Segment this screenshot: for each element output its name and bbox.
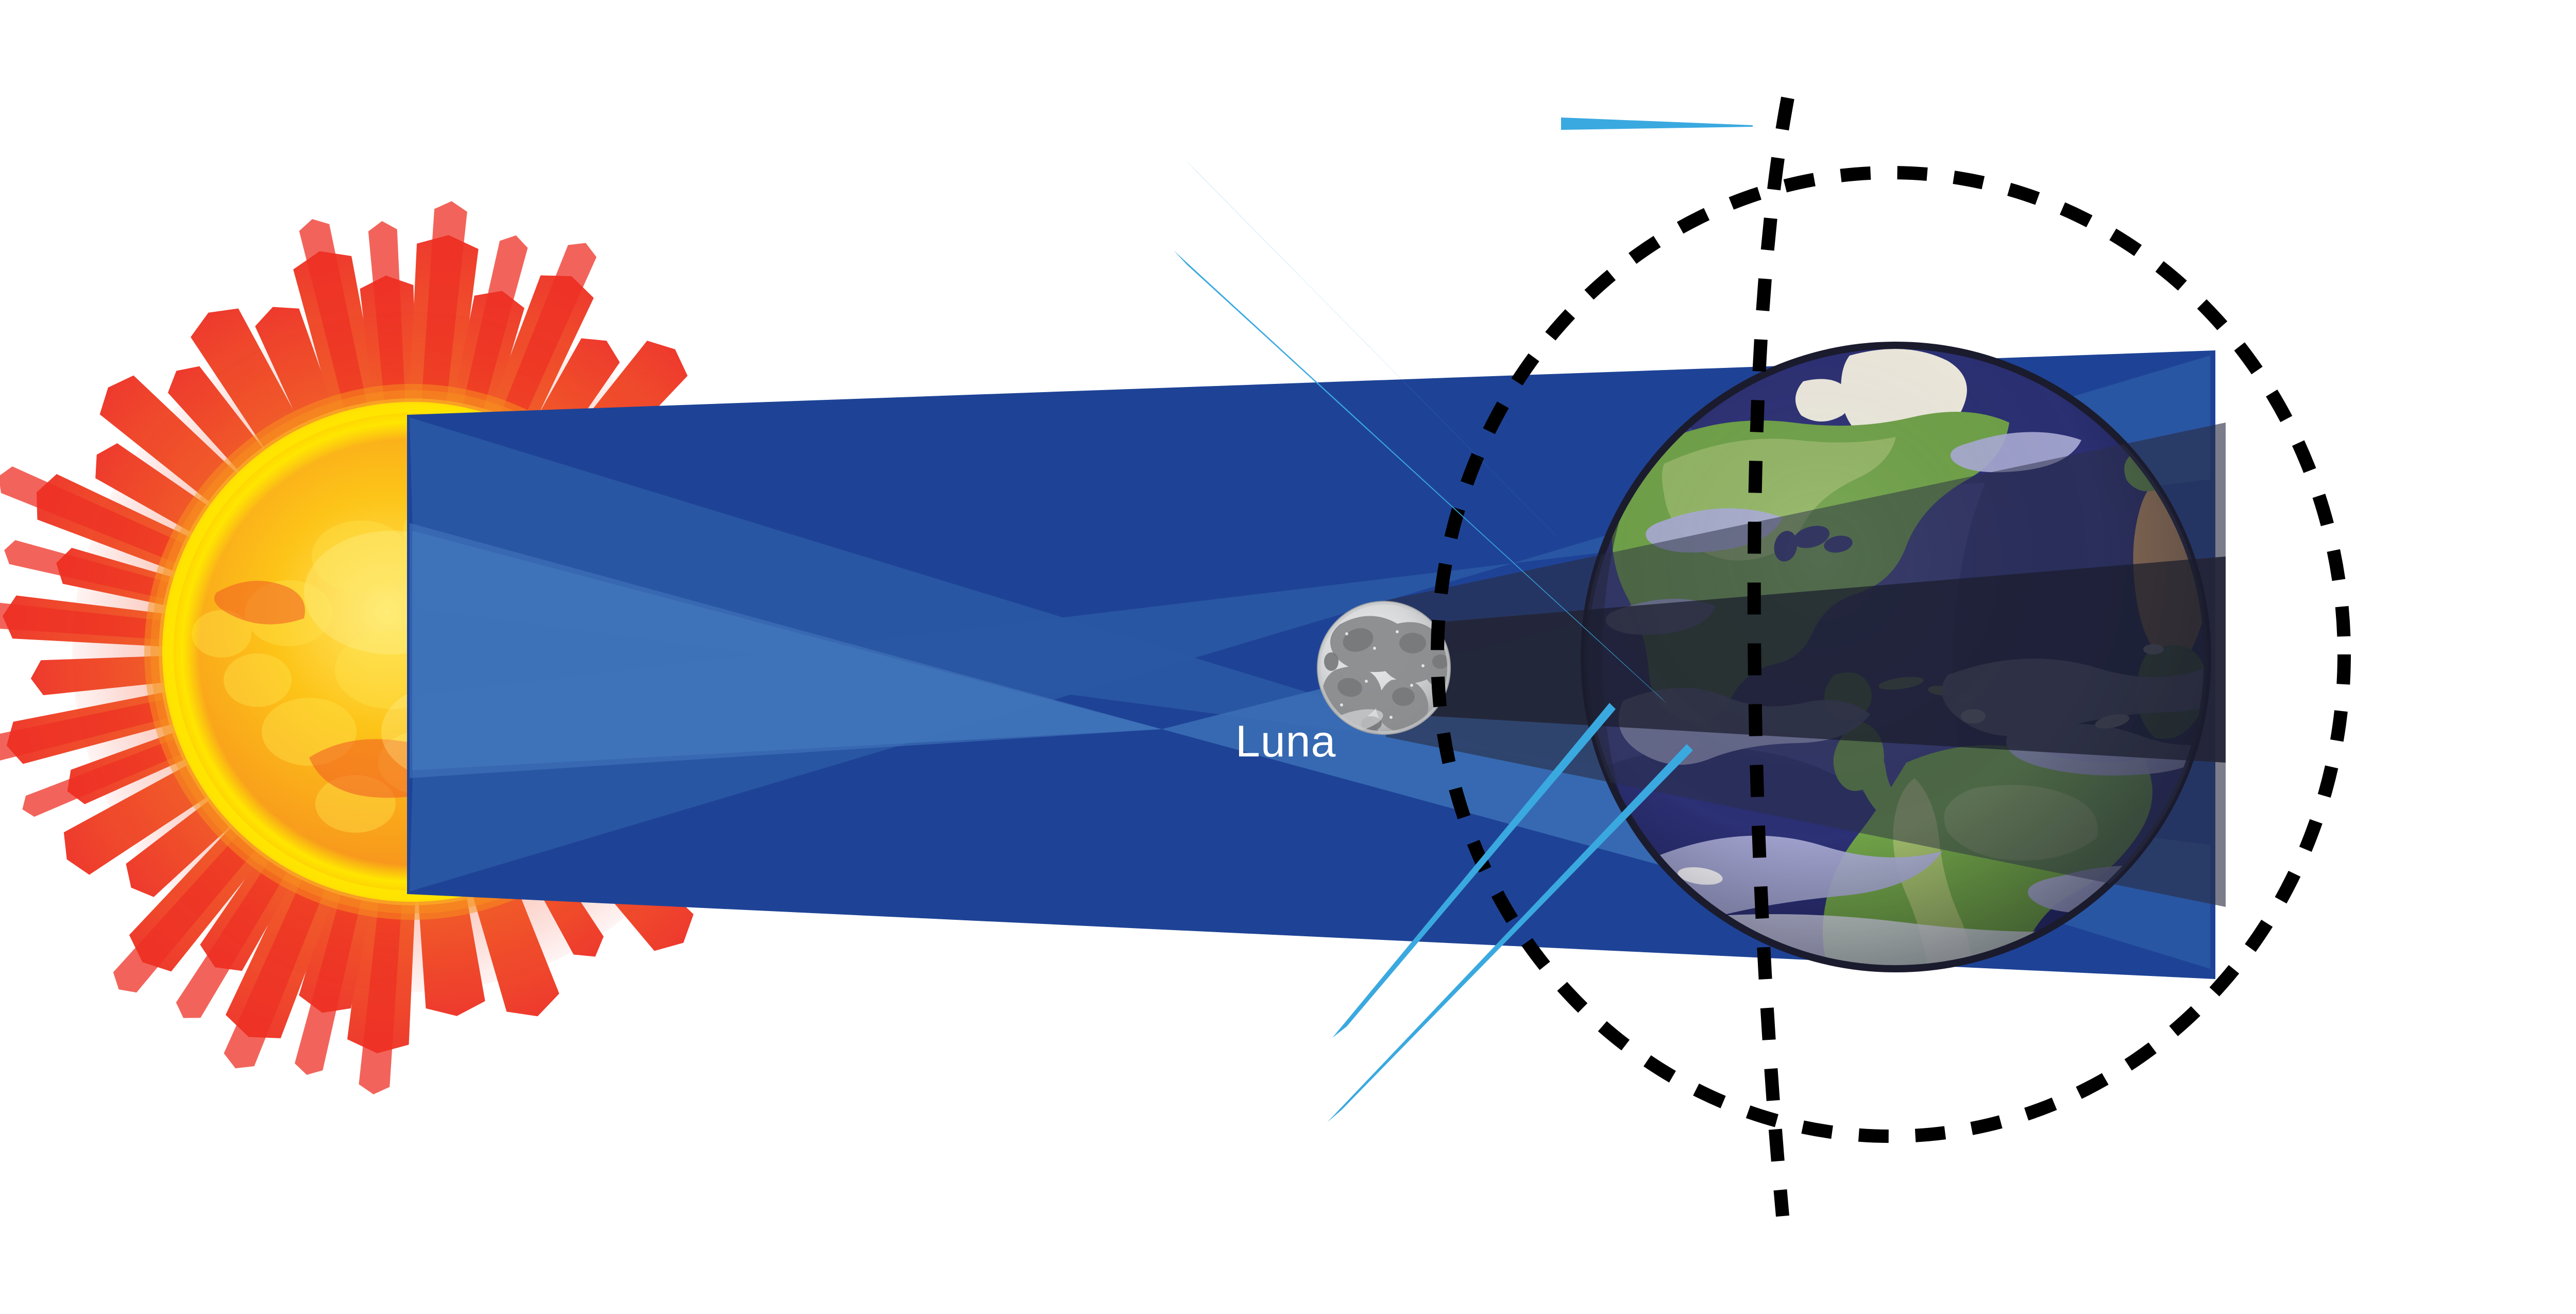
- orbit-dashed-ellipse: [1431, 166, 2351, 1143]
- umbra-on-earth: [1584, 557, 2208, 763]
- ray-horizontal: [1561, 117, 1753, 130]
- beam-core-left: [410, 523, 1162, 778]
- ecliptic-plane-dashed-line: [1747, 96, 1794, 1217]
- ray-bottom-2: [1327, 744, 1693, 1122]
- ray-top-1: [1183, 158, 1559, 539]
- ray-bottom-1: [1332, 703, 1616, 1038]
- ray-top-2: [1174, 250, 1667, 704]
- moon-shadow-on-earth: [1584, 423, 2208, 907]
- incident-ray-lines: [1174, 117, 1753, 1122]
